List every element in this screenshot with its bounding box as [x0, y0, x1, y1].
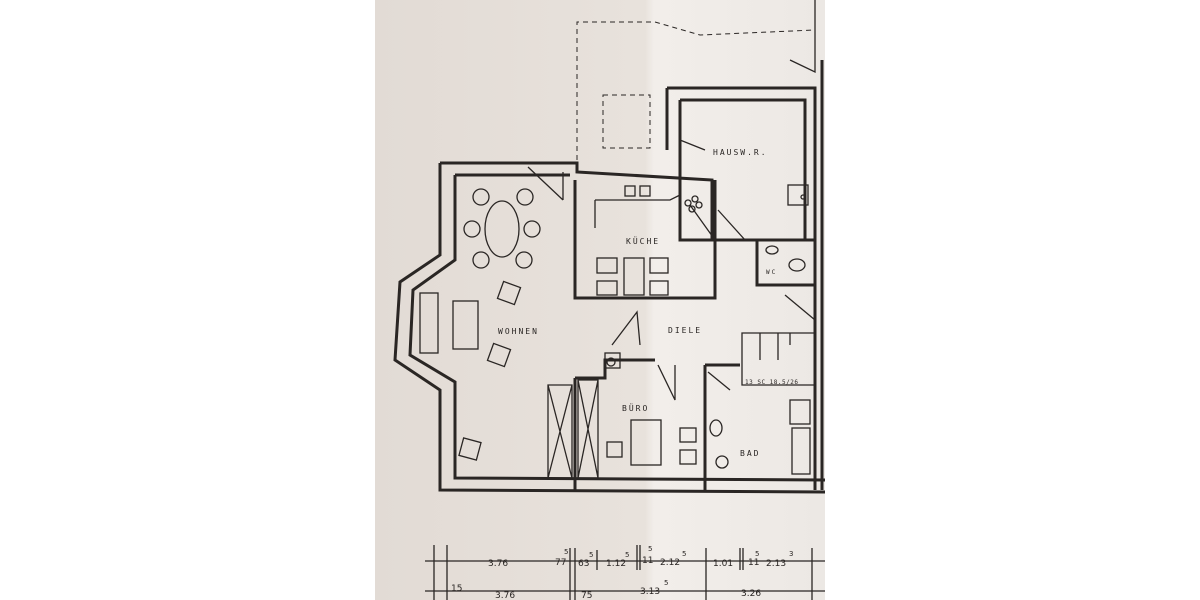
dimension-sup: 5 [664, 579, 668, 587]
paper-sheet [375, 0, 825, 600]
dimension-text: 2.12 [660, 558, 680, 568]
dimension-text: 77 [555, 558, 566, 568]
dimension-sup: 5 [755, 550, 759, 558]
dimension-text: 11 [642, 556, 653, 566]
room-label-kueche: KÜCHE [626, 236, 660, 246]
room-label-diele: DIELE [668, 326, 702, 335]
room-label-buero: BÜRO [622, 403, 649, 413]
dimension-text: 1.12 [606, 559, 626, 569]
dimension-text: 1.01 [713, 559, 733, 569]
room-label-wc: WC [766, 269, 777, 276]
stairs-label: 13 SC 18.5/26 [745, 379, 798, 386]
dimension-sup: 5 [625, 551, 629, 559]
dimension-text: 3.13 [640, 587, 660, 597]
dimension-sup: 5 [589, 551, 593, 559]
dimension-sup: 3 [789, 550, 793, 558]
dimension-text: 15 [451, 584, 462, 594]
dimensions-top: 3.76 77 5 63 5 1.12 5 11 5 2.12 5 1.01 1… [488, 545, 793, 569]
dimensions-bottom: 15 3.76 75 3.13 5 3.26 [451, 579, 761, 600]
dimension-sup: 5 [564, 548, 568, 556]
room-label-hauswirtschaft: HAUSW.R. [713, 148, 768, 157]
dimension-text: 3.26 [741, 589, 761, 599]
dimension-text: 75 [581, 591, 592, 600]
furniture [419, 184, 811, 479]
dimension-text: 11 [748, 558, 759, 568]
room-label-wohnen: WOHNEN [498, 327, 539, 336]
terrace-outline [576, 21, 816, 160]
dimension-lines [425, 545, 825, 600]
dimension-sup: 5 [648, 545, 652, 553]
dimension-sup: 5 [682, 550, 686, 558]
room-labels: HAUSW.R. KÜCHE WOHNEN DIELE BÜRO BAD WC … [498, 148, 798, 458]
room-label-bad: BAD [740, 449, 760, 458]
dimension-text: 3.76 [495, 591, 515, 600]
dimension-text: 2.13 [766, 559, 786, 569]
walls [393, 0, 826, 494]
dimension-text: 63 [578, 559, 589, 569]
dimension-text: 3.76 [488, 559, 508, 569]
